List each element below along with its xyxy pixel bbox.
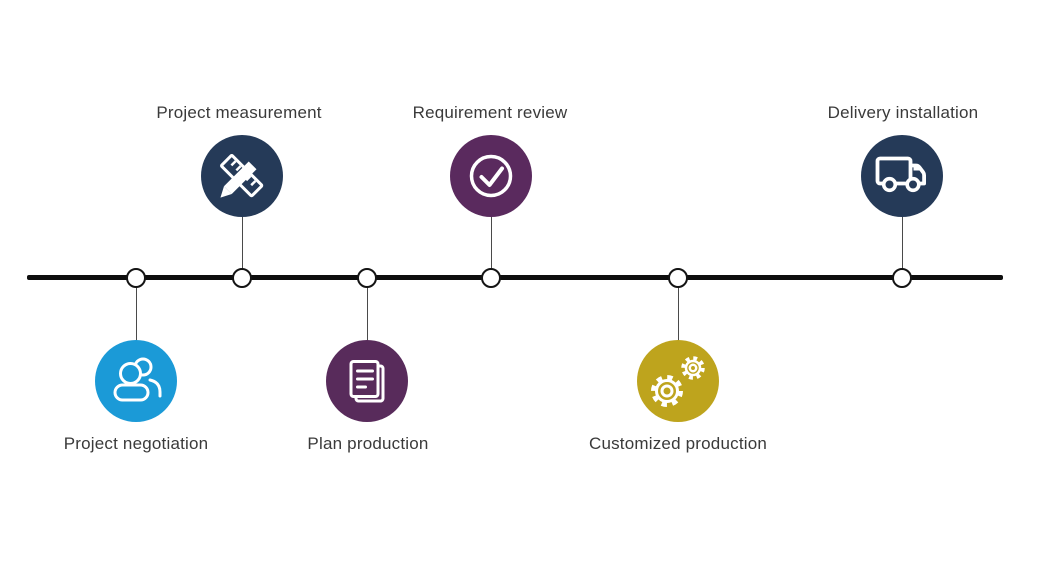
- milestone-label: Customized production: [588, 434, 768, 453]
- timeline-node: [126, 268, 146, 288]
- connector-line: [135, 287, 137, 341]
- ruler-pencil-icon: [201, 135, 283, 217]
- timeline-line: [27, 275, 1003, 280]
- milestone-label: Project negotiation: [63, 434, 209, 453]
- connector-line: [366, 287, 368, 341]
- gears-icon: [637, 340, 719, 422]
- timeline-node: [668, 268, 688, 288]
- connector-line: [490, 216, 492, 269]
- milestone-label: Project measurement: [156, 103, 322, 122]
- connector-line: [677, 287, 679, 341]
- document-icon: [326, 340, 408, 422]
- timeline-node: [232, 268, 252, 288]
- connector-line: [901, 216, 903, 269]
- check-circle-icon: [450, 135, 532, 217]
- milestone-label: Delivery installation: [827, 103, 979, 122]
- timeline-node: [357, 268, 377, 288]
- truck-icon: [861, 135, 943, 217]
- connector-line: [241, 216, 243, 269]
- milestone-label: Plan production: [307, 434, 429, 453]
- timeline-node: [892, 268, 912, 288]
- people-icon: [95, 340, 177, 422]
- milestone-label: Requirement review: [412, 103, 568, 122]
- timeline-node: [481, 268, 501, 288]
